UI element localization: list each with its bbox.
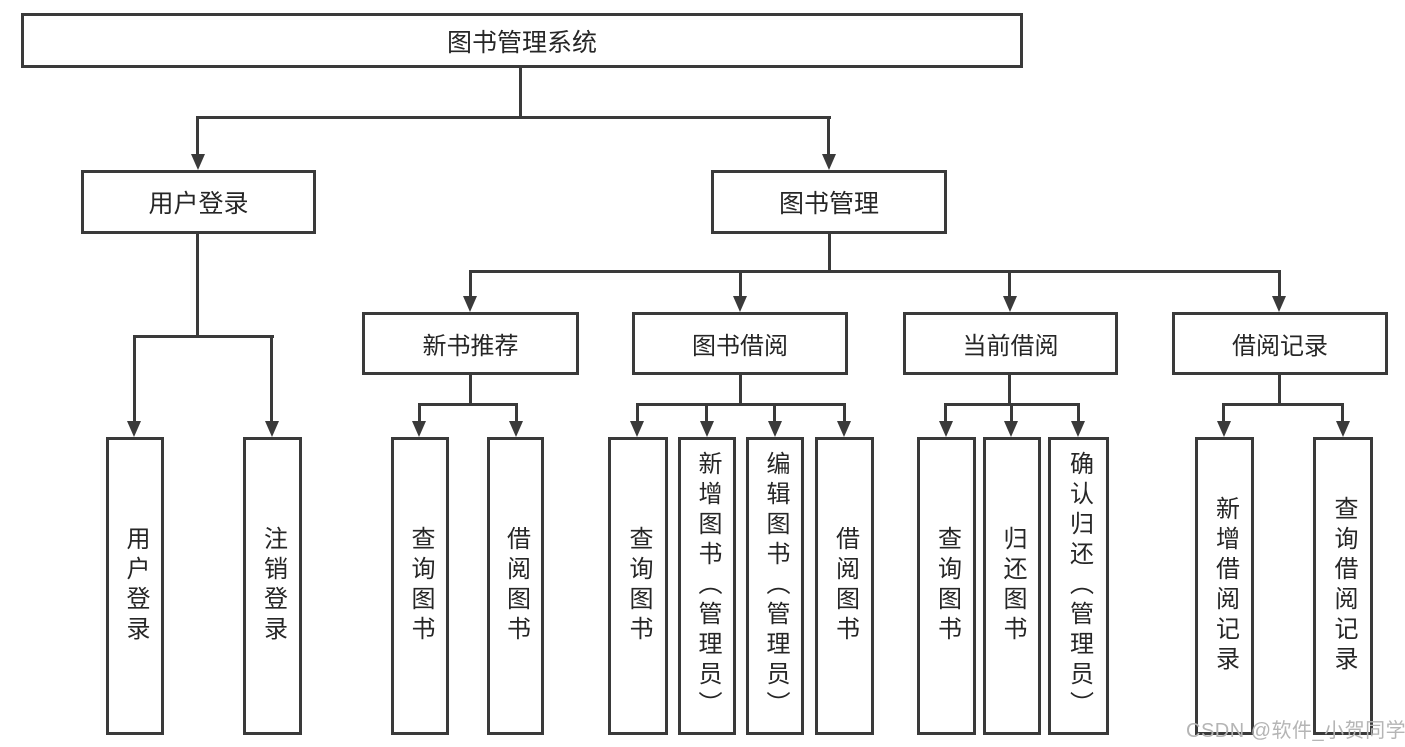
connector-line: [636, 403, 639, 423]
arrow-down-icon: [768, 421, 782, 437]
arrow-down-icon: [1336, 421, 1350, 437]
connector-line: [1077, 403, 1080, 423]
leaf-query-books-2-label: 查询图书: [625, 526, 652, 646]
node-root: 图书管理系统: [21, 13, 1023, 68]
leaf-edit-book-admin-label: 编辑图书（管理员）: [762, 451, 789, 721]
leaf-edit-book-admin: 编辑图书（管理员）: [746, 437, 804, 735]
arrow-down-icon: [700, 421, 714, 437]
leaf-query-books-1-label: 查询图书: [407, 526, 434, 646]
node-current-borrow-label: 当前借阅: [962, 333, 1059, 360]
connector-line: [1008, 375, 1011, 406]
connector-line: [270, 335, 273, 423]
leaf-borrow-books-2: 借阅图书: [815, 437, 874, 735]
connector-line: [196, 116, 199, 156]
leaf-confirm-return-admin-label: 确认归还（管理员）: [1065, 451, 1093, 721]
arrow-down-icon: [463, 296, 477, 312]
node-borrow-records-label: 借阅记录: [1232, 333, 1328, 360]
leaf-add-borrow-record: 新增借阅记录: [1195, 437, 1254, 735]
leaf-query-books-3-label: 查询图书: [933, 526, 961, 646]
arrow-down-icon: [837, 421, 851, 437]
connector-line: [1278, 375, 1281, 406]
connector-line: [773, 403, 776, 423]
arrow-down-icon: [127, 421, 141, 437]
leaf-logout-label: 注销登录: [259, 526, 287, 646]
node-book-borrow-label: 图书借阅: [692, 333, 788, 360]
connector-line: [469, 270, 472, 298]
connector-line: [196, 116, 831, 119]
arrow-down-icon: [191, 154, 205, 170]
connector-line: [636, 403, 846, 406]
connector-line: [1341, 403, 1344, 423]
connector-line: [196, 233, 199, 338]
arrow-down-icon: [822, 154, 836, 170]
node-new-book-recommend: 新书推荐: [362, 312, 579, 375]
node-new-book-recommend-label: 新书推荐: [422, 333, 519, 360]
arrow-down-icon: [412, 421, 426, 437]
leaf-borrow-books-2-label: 借阅图书: [831, 526, 859, 646]
node-user-login: 用户登录: [81, 170, 316, 234]
connector-line: [1278, 270, 1281, 298]
connector-line: [828, 233, 831, 273]
connector-line: [515, 403, 518, 423]
leaf-add-borrow-record-label: 新增借阅记录: [1211, 496, 1239, 676]
connector-line: [739, 375, 742, 406]
leaf-query-books-1: 查询图书: [391, 437, 449, 735]
connector-line: [133, 335, 136, 423]
node-borrow-records: 借阅记录: [1172, 312, 1388, 375]
arrow-down-icon: [1004, 421, 1018, 437]
leaf-return-books: 归还图书: [983, 437, 1041, 735]
leaf-borrow-books-1-label: 借阅图书: [502, 526, 530, 646]
leaf-query-books-2: 查询图书: [608, 437, 668, 735]
connector-line: [469, 270, 1281, 273]
connector-line: [1222, 403, 1225, 423]
leaf-query-borrow-record: 查询借阅记录: [1313, 437, 1373, 735]
arrow-down-icon: [509, 421, 523, 437]
node-book-management-label: 图书管理: [778, 190, 879, 218]
leaf-borrow-books-1: 借阅图书: [487, 437, 544, 735]
node-current-borrow: 当前借阅: [903, 312, 1118, 375]
connector-line: [944, 403, 947, 423]
connector-line: [739, 270, 742, 298]
connector-line: [705, 403, 708, 423]
connector-line: [519, 67, 522, 119]
leaf-query-borrow-record-label: 查询借阅记录: [1330, 496, 1357, 676]
arrow-down-icon: [265, 421, 279, 437]
node-book-management: 图书管理: [711, 170, 947, 234]
connector-line: [827, 116, 830, 156]
connector-line: [1008, 270, 1011, 298]
connector-line: [1010, 403, 1013, 423]
node-root-label: 图书管理系统: [446, 28, 597, 57]
arrow-down-icon: [1003, 296, 1017, 312]
arrow-down-icon: [1071, 421, 1085, 437]
connector-line: [418, 403, 518, 406]
connector-line: [418, 403, 421, 423]
connector-line: [843, 403, 846, 423]
arrow-down-icon: [733, 296, 747, 312]
watermark: CSDN @软件_小贺同学: [1186, 720, 1405, 742]
leaf-confirm-return-admin: 确认归还（管理员）: [1048, 437, 1109, 735]
arrow-down-icon: [1217, 421, 1231, 437]
arrow-down-icon: [1272, 296, 1286, 312]
arrow-down-icon: [939, 421, 953, 437]
arrow-down-icon: [630, 421, 644, 437]
leaf-return-books-label: 归还图书: [999, 526, 1026, 646]
connector-line: [469, 375, 472, 406]
leaf-logout: 注销登录: [243, 437, 302, 735]
node-user-login-label: 用户登录: [148, 190, 249, 218]
leaf-add-book-admin-label: 新增图书（管理员）: [694, 451, 721, 721]
connector-line: [1222, 403, 1344, 406]
leaf-add-book-admin: 新增图书（管理员）: [678, 437, 736, 735]
node-book-borrow: 图书借阅: [632, 312, 848, 375]
leaf-user-login: 用户登录: [106, 437, 164, 735]
connector-line: [133, 335, 274, 338]
leaf-query-books-3: 查询图书: [917, 437, 976, 735]
leaf-user-login-label: 用户登录: [122, 526, 149, 646]
